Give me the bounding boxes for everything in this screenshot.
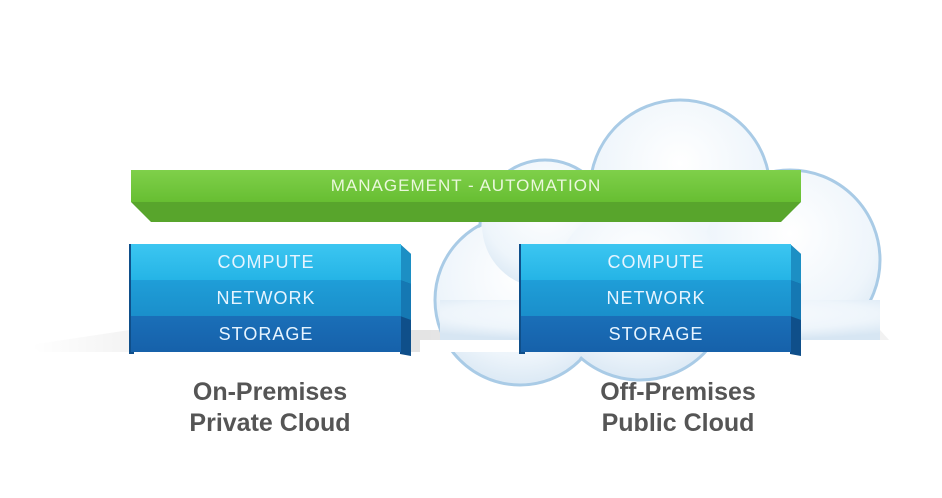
- off-premises-caption: Off-Premises Public Cloud: [528, 377, 828, 439]
- management-bar-label: MANAGEMENT - AUTOMATION: [330, 176, 602, 195]
- off-premises-storage-layer: STORAGE: [521, 316, 791, 352]
- network-label: NETWORK: [606, 287, 706, 308]
- management-bar-underside: [131, 202, 801, 222]
- on-premises-storage-layer: STORAGE: [131, 316, 401, 352]
- storage-label: STORAGE: [608, 323, 704, 344]
- on-premises-caption: On-Premises Private Cloud: [120, 377, 420, 439]
- compute-label: COMPUTE: [217, 251, 315, 272]
- on-premises-network-layer: NETWORK: [131, 280, 401, 316]
- caption-line-1: On-Premises: [192, 378, 348, 406]
- compute-label: COMPUTE: [607, 251, 705, 272]
- caption-line-1: Off-Premises: [600, 378, 756, 406]
- off-premises-compute-layer: COMPUTE: [521, 244, 791, 280]
- on-premises-compute-layer: COMPUTE: [131, 244, 401, 280]
- on-premises-stack: COMPUTE NETWORK STORAGE: [131, 244, 401, 352]
- management-automation-bar: MANAGEMENT - AUTOMATION: [131, 170, 801, 202]
- caption-line-2: Public Cloud: [601, 409, 755, 437]
- off-premises-network-layer: NETWORK: [521, 280, 791, 316]
- storage-label: STORAGE: [218, 323, 314, 344]
- off-premises-stack: COMPUTE NETWORK STORAGE: [521, 244, 791, 352]
- caption-line-2: Private Cloud: [189, 409, 351, 437]
- network-label: NETWORK: [216, 287, 316, 308]
